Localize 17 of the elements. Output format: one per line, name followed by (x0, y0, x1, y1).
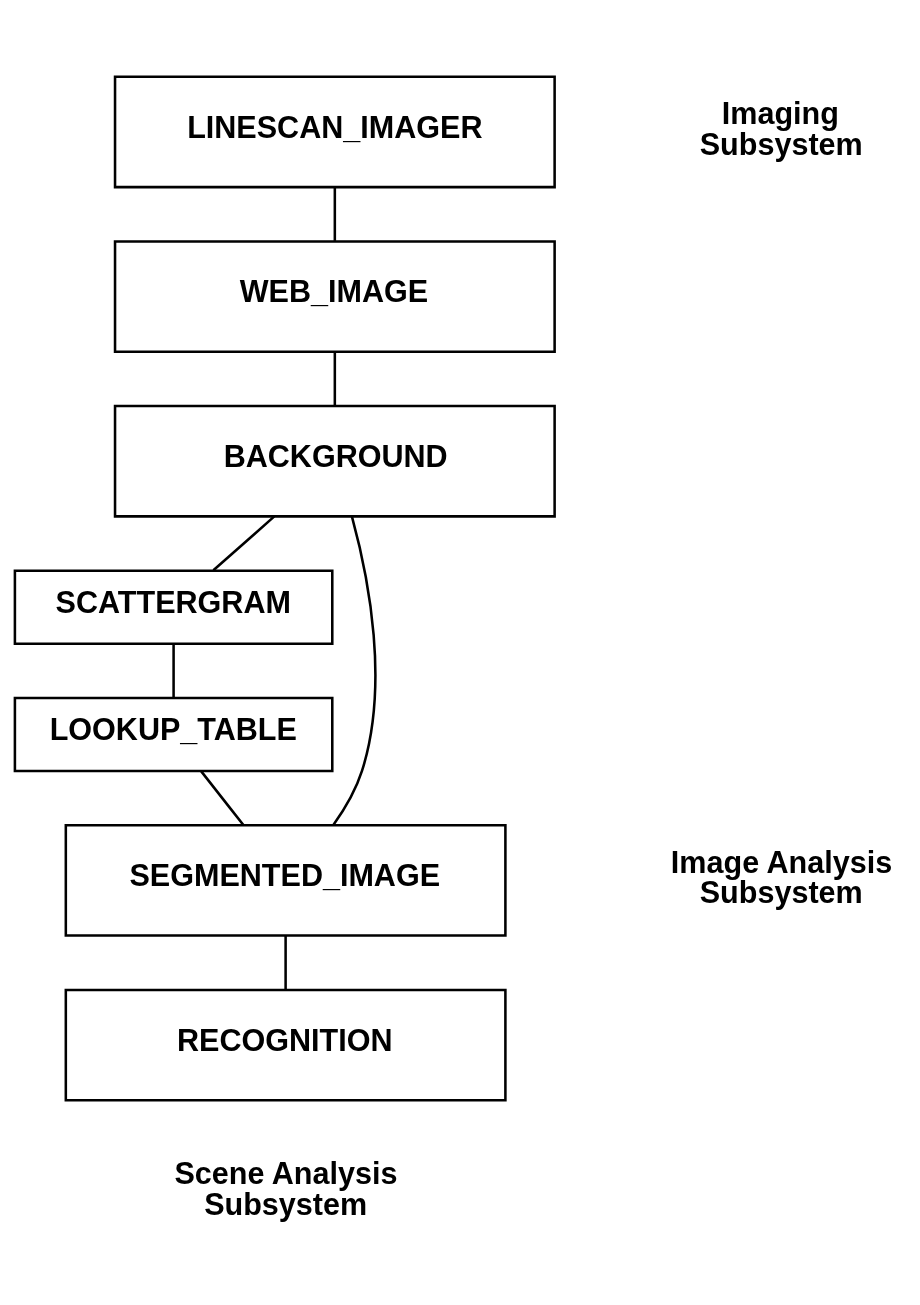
connector (333, 186, 337, 241)
connector (212, 514, 276, 571)
node-box: LOOKUP_TABLE (13, 696, 334, 772)
label: Imaging Subsystem (699, 95, 863, 161)
connector (172, 643, 175, 698)
label: Scene Analysis Subsystem (174, 1155, 398, 1221)
node-box: WEB_IMAGE (113, 239, 556, 353)
connector (332, 515, 377, 826)
node-box: BACKGROUND (113, 404, 556, 518)
node-box: SCATTERGRAM (13, 568, 334, 645)
connector (284, 935, 287, 989)
node-box: RECOGNITION (64, 988, 507, 1101)
connector (200, 770, 245, 826)
node-box: SEGMENTED_IMAGE (64, 823, 507, 937)
node-box: LINESCAN_IMAGER (113, 75, 556, 188)
label: Image Analysis Subsystem (670, 844, 893, 909)
connector (333, 351, 337, 405)
